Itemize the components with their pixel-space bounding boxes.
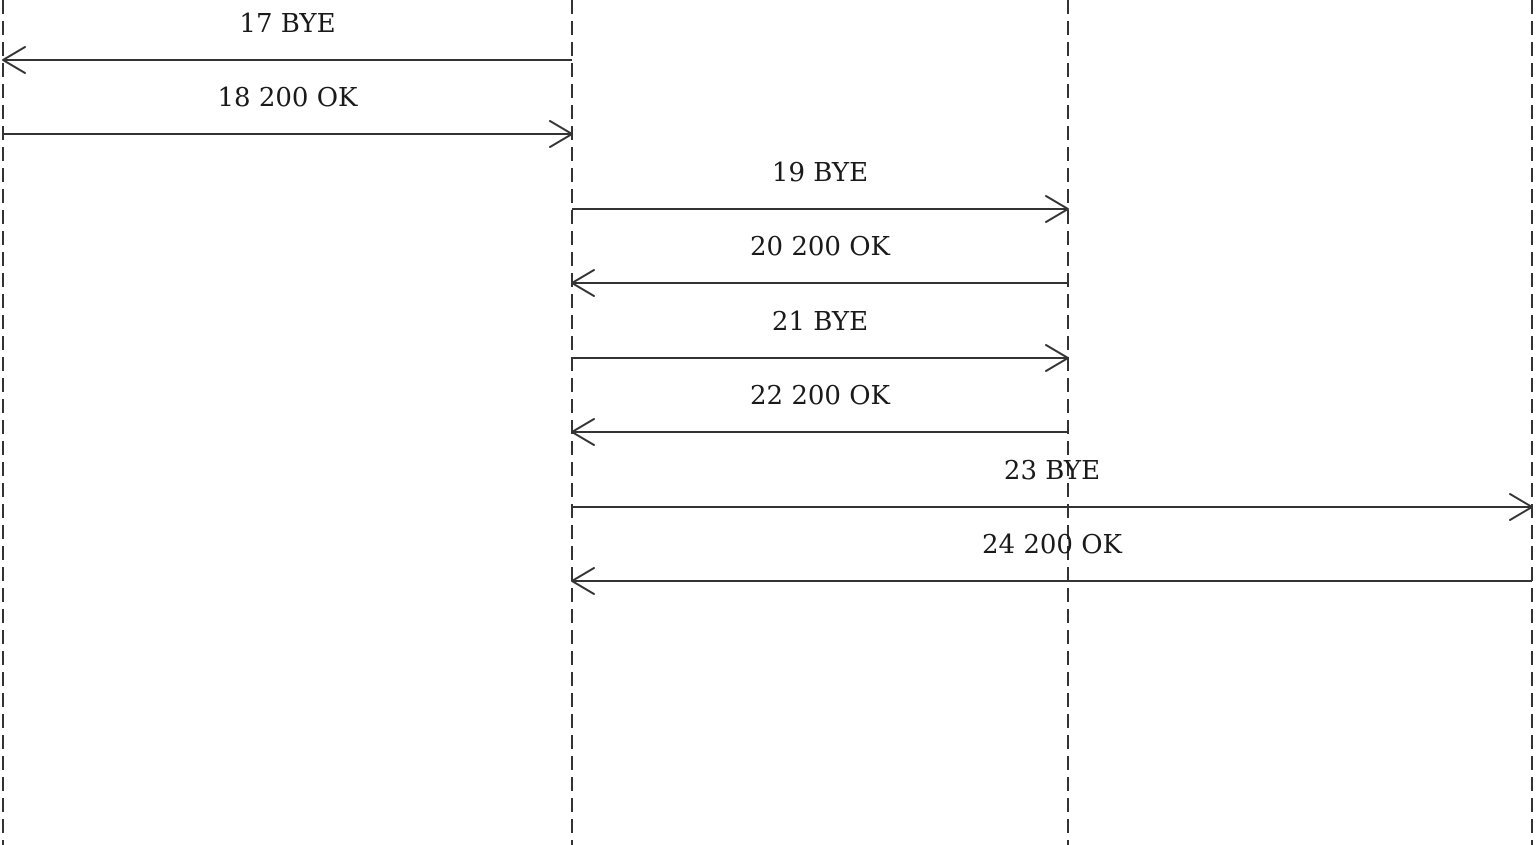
arrow-head-icon (1045, 344, 1069, 372)
arrow-head-icon (1509, 493, 1533, 521)
message-label: 18 200 OK (218, 83, 359, 113)
arrow-head-icon (571, 418, 595, 446)
arrow-head-icon (1045, 195, 1069, 223)
message-2: 18 200 OK (3, 83, 573, 148)
arrow-head-icon (549, 120, 573, 148)
message-6: 22 200 OK (571, 381, 1068, 446)
message-5: 21 BYE (572, 307, 1069, 372)
message-1: 17 BYE (2, 9, 572, 74)
message-label: 21 BYE (772, 307, 868, 337)
message-label: 20 200 OK (750, 232, 891, 262)
message-label: 22 200 OK (750, 381, 891, 411)
arrow-head-icon (2, 46, 26, 74)
message-label: 19 BYE (772, 158, 868, 188)
message-label: 17 BYE (239, 9, 335, 39)
message-7: 23 BYE (572, 456, 1533, 521)
arrow-head-icon (571, 567, 595, 595)
message-3: 19 BYE (572, 158, 1069, 223)
messages: 17 BYE 18 200 OK 19 BYE 20 200 OK 21 BYE 22 2… (2, 9, 1533, 595)
message-4: 20 200 OK (571, 232, 1068, 297)
message-8: 24 200 OK (571, 530, 1532, 595)
message-label: 24 200 OK (982, 530, 1123, 560)
message-label: 23 BYE (1004, 456, 1100, 486)
arrow-head-icon (571, 269, 595, 297)
